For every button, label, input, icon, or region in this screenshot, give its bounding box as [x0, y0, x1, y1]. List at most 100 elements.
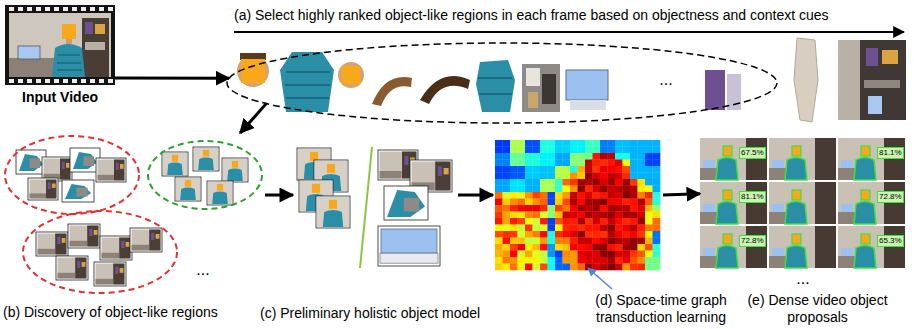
heat-cell [623, 153, 631, 160]
proposal-frames [700, 138, 905, 268]
heat-cell [518, 212, 526, 219]
heat-cell [615, 179, 623, 186]
heat-cell [548, 218, 556, 225]
room-thumbnail [55, 234, 66, 255]
room-wall [9, 13, 111, 77]
heat-cell [653, 153, 661, 160]
heat-cell [578, 199, 586, 206]
heat-cell [563, 244, 571, 251]
person-thumbnail [207, 181, 233, 205]
heat-cell [503, 186, 511, 193]
heat-cell [563, 153, 571, 160]
heat-cell [578, 147, 586, 154]
text-holder: (b) Discovery of object-like regions [3, 304, 265, 321]
heat-cell [585, 218, 593, 225]
heat-cell [495, 257, 503, 264]
heat-cell [548, 238, 556, 245]
heat-cell [608, 140, 616, 147]
room-thumbnail [52, 184, 56, 188]
room-thumbnail [132, 245, 150, 251]
heat-cell [593, 160, 601, 167]
heat-cell [540, 205, 548, 212]
heat-cell [653, 225, 661, 232]
label-holder: 81.1% [739, 185, 766, 203]
region-pool: ... [226, 42, 778, 124]
heat-cell [585, 140, 593, 147]
person-thumbnail [232, 161, 238, 168]
heat-cell [570, 264, 578, 271]
heat-cell [548, 231, 556, 238]
sprocket-hole [72, 79, 77, 83]
heat-cell [555, 173, 563, 180]
heat-cell [608, 160, 616, 167]
heat-cell [578, 140, 586, 147]
clutter-thumbnail [387, 190, 425, 217]
heat-cell [638, 225, 646, 232]
heat-cell [518, 238, 526, 245]
proposal-frame [700, 182, 767, 224]
sprocket-hole [63, 7, 68, 11]
proposal-frame [703, 204, 715, 212]
heat-cell [593, 192, 601, 199]
heat-cell [585, 186, 593, 193]
heat-cell [578, 205, 586, 212]
heat-cell [525, 264, 533, 271]
shirt-pattern [285, 72, 330, 98]
sprocket-hole [72, 7, 77, 11]
person-shirt [52, 44, 85, 77]
heat-cell [548, 160, 556, 167]
shirt-region [280, 52, 334, 112]
binder-region [705, 70, 725, 110]
room-thumbnail [126, 242, 130, 247]
heat-cell [630, 231, 638, 238]
film-frame [5, 5, 115, 85]
text-holder: (e) Dense video object proposals [730, 292, 905, 326]
heat-cell [593, 153, 601, 160]
heat-cell [495, 173, 503, 180]
heat-cell [555, 186, 563, 193]
heat-cell [623, 218, 631, 225]
proposal-frame [772, 248, 784, 256]
heat-cell [563, 199, 571, 206]
person-thumbnail [323, 210, 343, 227]
object-model-panel: (c) Preliminary holistic object model [293, 145, 458, 270]
heat-cell [548, 264, 556, 271]
pointer-arrow [588, 268, 612, 289]
heat-cell [510, 257, 518, 264]
room-thumbnail [68, 224, 100, 248]
person-thumbnail [227, 169, 243, 181]
heat-cell [533, 173, 541, 180]
person-thumbnail [180, 188, 196, 200]
heat-cell [653, 238, 661, 245]
background-cluster [23, 211, 177, 293]
room-thumbnail [44, 159, 71, 180]
heat-cell [548, 225, 556, 232]
room-thumbnail [30, 180, 57, 199]
room-thumbnail [36, 232, 68, 256]
heat-cell [533, 192, 541, 199]
heat-cell [510, 225, 518, 232]
heat-cell [555, 153, 563, 160]
heat-cell [585, 166, 593, 173]
label-holder: 72.8% [739, 229, 766, 247]
input-video-strip [5, 5, 115, 85]
heat-cell [615, 160, 623, 167]
clutter-thumbnail [84, 156, 95, 166]
heat-cell [510, 140, 518, 147]
room-thumbnail [66, 163, 70, 168]
heat-cell [630, 153, 638, 160]
room-region [838, 40, 906, 120]
monitor-region [566, 70, 608, 100]
heat-cell [615, 225, 623, 232]
heat-cell [495, 251, 503, 258]
heat-cell [623, 264, 631, 271]
room-thumbnail [435, 162, 450, 191]
heat-cell [518, 225, 526, 232]
heat-cell [615, 244, 623, 251]
proposal-frame [772, 160, 784, 168]
stage-caption: (e) Dense video object proposals [730, 292, 905, 326]
heat-cell [570, 160, 578, 167]
heat-cell [510, 147, 518, 154]
room-thumbnail [100, 236, 132, 260]
